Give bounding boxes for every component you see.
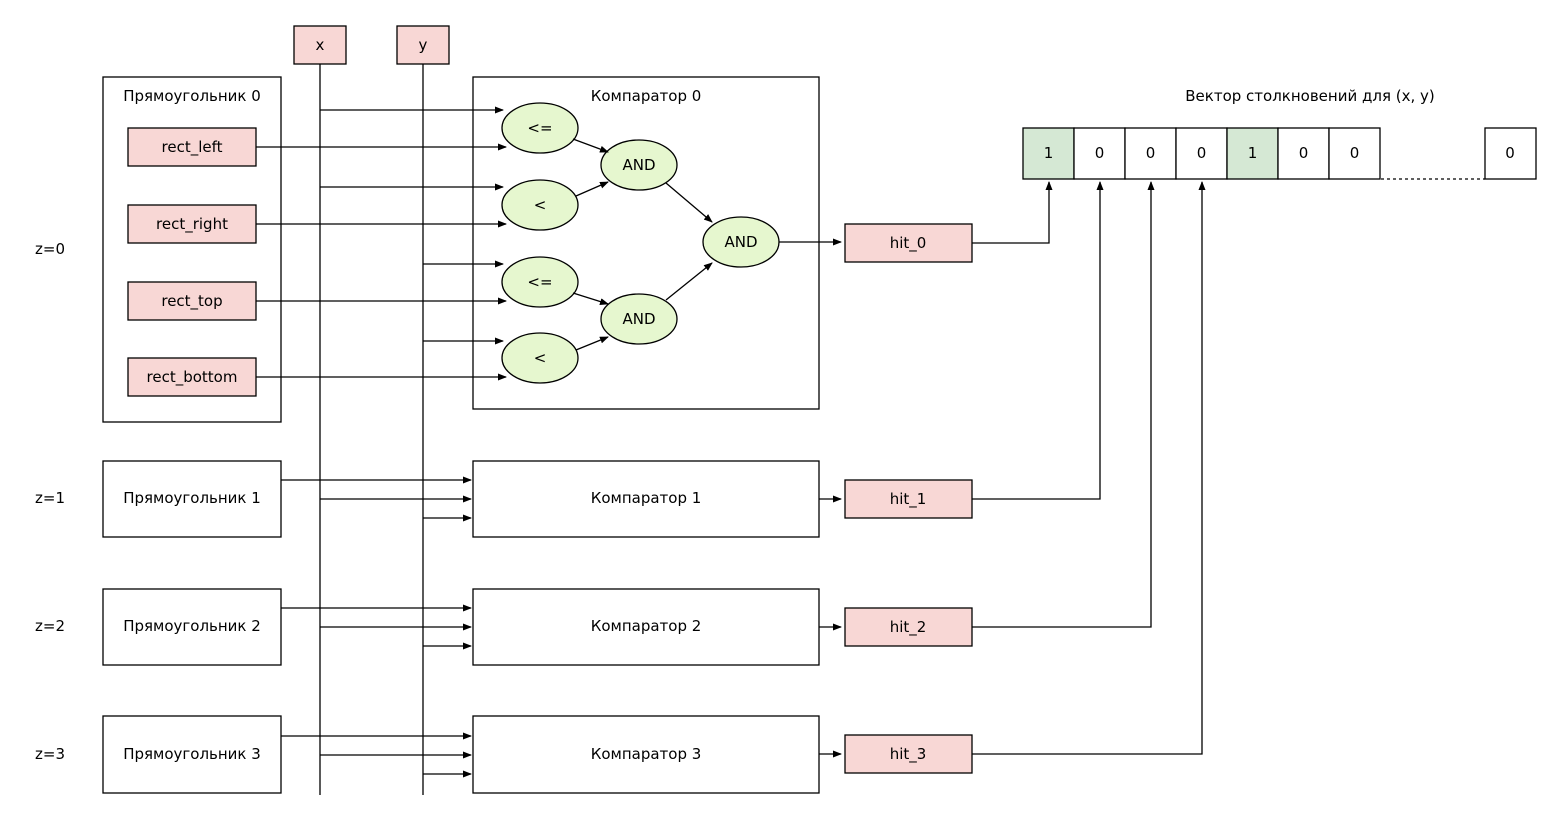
z-label-3: z=3 [35,745,65,763]
vector-cell [1124,127,1177,180]
vector-cell [1073,127,1126,180]
vector-cell [1175,127,1228,180]
comparator3-label: Компаратор 3 [591,745,702,763]
vector-cell-value: 1 [1248,144,1258,162]
rect-right-label: rect_right [156,215,228,234]
rect2-label: Прямоугольник 2 [123,617,261,635]
op-lt-right [501,179,579,231]
comparator2-label: Компаратор 2 [591,617,702,635]
vector-cell-value: 1 [1044,144,1054,162]
op-lt-bottom [501,332,579,384]
comparator1-box [472,460,820,538]
vector-cell-value: 0 [1299,144,1309,162]
hit2-box [844,607,973,647]
z-label-2: z=2 [35,617,65,635]
collision-vector: 1 0 0 0 1 0 0 [1022,127,1381,180]
hit2-label: hit_2 [890,618,927,637]
and-gate-final-label: AND [724,233,757,251]
and-gate-x-label: AND [622,156,655,174]
rect-top-field [127,281,257,321]
rect-left-label: rect_left [162,138,223,157]
wire-op2-and [575,181,609,197]
rect-bottom-label: rect_bottom [147,368,238,387]
rect1-label: Прямоугольник 1 [123,489,261,507]
comparator0-title: Компаратор 0 [591,87,702,105]
hit3-label: hit_3 [890,745,927,764]
hit3-box [844,734,973,774]
rect-top-label: rect_top [161,292,222,311]
z-label-1: z=1 [35,489,65,507]
wire-hit0-vector [972,181,1053,244]
vector-cell-value: 0 [1095,144,1105,162]
comparator2-box [472,588,820,666]
op-le-left-label: <= [527,119,552,137]
op-le-top-label: <= [527,273,552,291]
x-input-label: x [316,36,325,54]
rect0-title: Прямоугольник 0 [123,87,261,105]
vector-cell-value: 0 [1350,144,1360,162]
hit1-box [844,479,973,519]
hit0-box [844,223,973,263]
wire-op1-and [572,138,609,153]
wire-hit3-vector [972,181,1206,755]
and-gate-y-label: AND [622,310,655,328]
y-input-label: y [419,36,428,54]
wire-hit1-vector [972,181,1104,500]
hit0-label: hit_0 [890,234,927,253]
op-lt-right-label: < [534,196,547,214]
rect-bottom-field [127,357,257,397]
vector-last-cell-label: 0 [1505,144,1515,162]
comparator1-label: Компаратор 1 [591,489,702,507]
rect3-box [102,715,282,794]
and-gate-x [600,139,678,191]
op-le-top [501,256,579,308]
comparator3-box [472,715,820,794]
vector-title: Вектор столкновений для (x, y) [1185,87,1434,105]
rect3-label: Прямоугольник 3 [123,745,261,763]
wire-andy-final [665,262,713,301]
op-le-left [501,102,579,154]
vector-cell [1226,127,1279,180]
rect1-box [102,460,282,538]
rect-left-field [127,127,257,167]
wire-op3-and [572,292,609,305]
y-input-box [396,25,450,65]
z-label-0: z=0 [35,240,65,258]
and-gate-y [600,293,678,345]
rect2-box [102,588,282,666]
vector-last-cell [1484,127,1537,180]
vector-cell-value: 0 [1146,144,1156,162]
wire-hit2-vector [972,181,1155,628]
wire-op4-and [575,336,609,351]
vector-cell-value: 0 [1197,144,1207,162]
wire-andx-final [665,182,713,223]
vector-cell [1328,127,1381,180]
op-lt-bottom-label: < [534,349,547,367]
x-input-box [293,25,347,65]
hit1-label: hit_1 [890,490,927,509]
